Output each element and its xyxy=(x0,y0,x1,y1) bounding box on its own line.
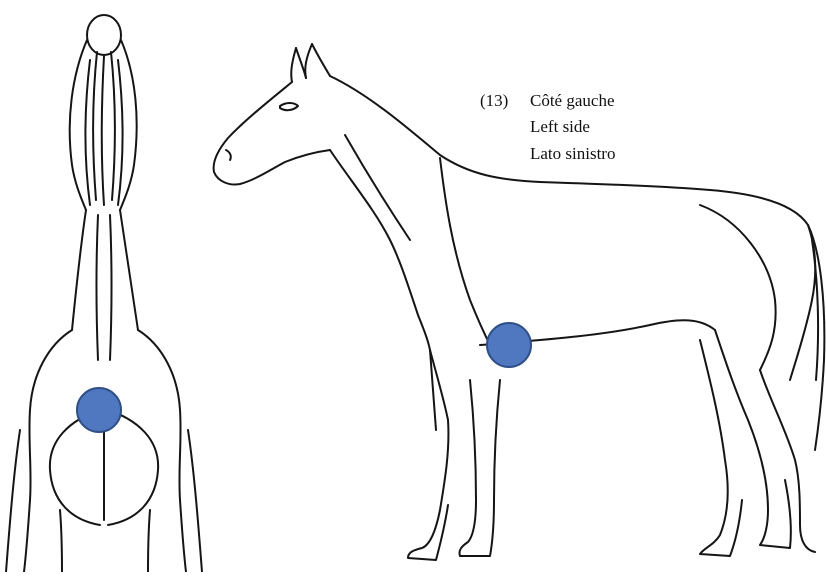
marker-front-chest xyxy=(77,388,121,432)
ear-front xyxy=(312,44,330,76)
marker-left-side xyxy=(487,323,531,367)
hind-leg-far xyxy=(760,370,815,552)
front-head-top xyxy=(87,15,121,55)
hindquarter xyxy=(790,225,815,380)
label-english: Left side xyxy=(530,118,590,135)
horse-front-view xyxy=(6,15,202,572)
tail xyxy=(808,225,824,450)
nostril xyxy=(226,150,231,160)
front-leg-far xyxy=(408,420,448,560)
label-italian: Lato sinistro xyxy=(530,145,615,162)
front-neck-left xyxy=(72,210,86,330)
eye xyxy=(280,103,298,110)
front-chest-right xyxy=(138,330,181,500)
front-neck-right xyxy=(120,210,138,330)
front-face-left xyxy=(70,40,87,210)
side-head xyxy=(214,82,330,185)
front-leg-near xyxy=(459,380,500,556)
horse-side-view xyxy=(214,44,825,560)
figure-number: (13) xyxy=(480,92,508,109)
neck-front xyxy=(330,150,430,350)
label-french: Côté gauche xyxy=(530,92,615,109)
